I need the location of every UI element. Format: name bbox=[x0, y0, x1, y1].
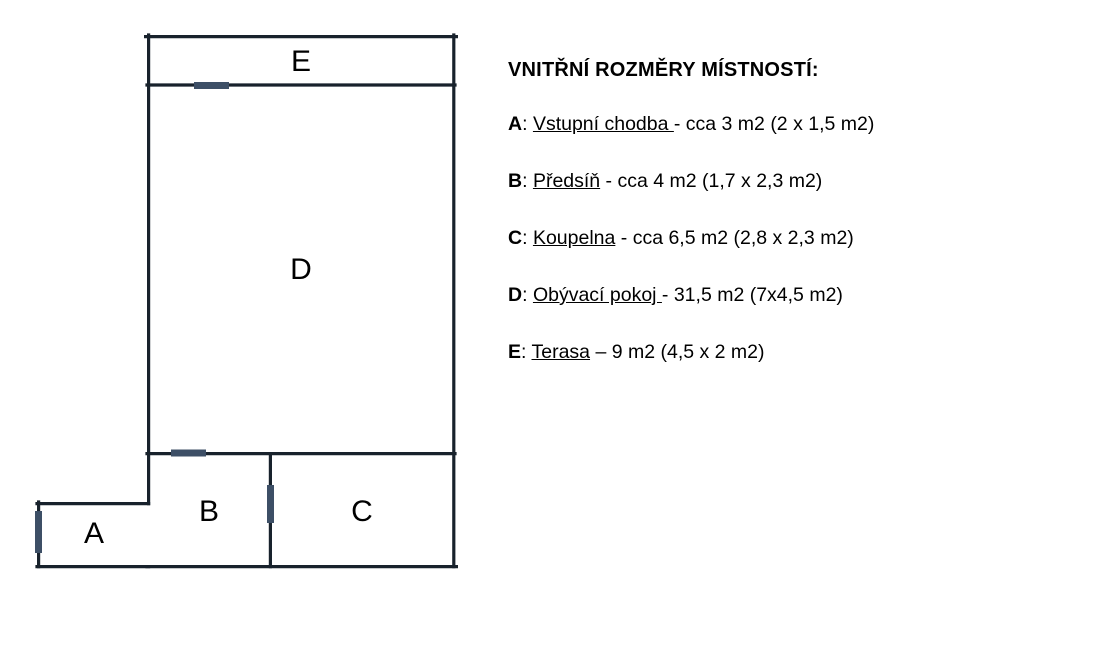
legend-sep-C: : bbox=[522, 227, 533, 249]
legend-key-D: D bbox=[508, 284, 523, 306]
room-A-fill bbox=[37, 502, 147, 565]
room-D-fill bbox=[147, 85, 455, 453]
legend-row-A: A: Vstupní chodba - cca 3 m2 (2 x 1,5 m2… bbox=[508, 112, 1068, 136]
room-E-fill bbox=[147, 35, 455, 85]
room-B-fill bbox=[147, 453, 270, 565]
legend-key-E: E bbox=[508, 341, 522, 363]
legend-name-D: Obývací pokoj bbox=[532, 284, 662, 306]
legend-key-C: C bbox=[508, 227, 523, 249]
room-label-A: A bbox=[84, 517, 104, 550]
legend-rest-E: – 9 m2 (4,5 x 2 m2) bbox=[590, 341, 765, 363]
legend-rest-C: - cca 6,5 m2 (2,8 x 2,3 m2) bbox=[615, 227, 854, 249]
legend-name-E: Terasa bbox=[531, 341, 591, 363]
legend-rest-B: - cca 4 m2 (1,7 x 2,3 m2) bbox=[600, 170, 823, 192]
legend-rest-A: - cca 3 m2 (2 x 1,5 m2) bbox=[673, 113, 875, 135]
legend-row-C: C: Koupelna - cca 6,5 m2 (2,8 x 2,3 m2) bbox=[508, 226, 1068, 250]
legend-row-D: D: Obývací pokoj - 31,5 m2 (7x4,5 m2) bbox=[508, 283, 1068, 307]
legend-sep-A: : bbox=[522, 113, 533, 135]
room-labels: E D A B C bbox=[84, 45, 373, 550]
room-dimensions-legend: VNITŘNÍ ROZMĚRY MÍSTNOSTÍ: A: Vstupní ch… bbox=[508, 58, 1068, 364]
room-label-C: C bbox=[351, 495, 373, 528]
legend-name-A: Vstupní chodba bbox=[532, 113, 674, 135]
floor-plan-drawing: E D A B C bbox=[0, 0, 500, 649]
legend-rest-D: - 31,5 m2 (7x4,5 m2) bbox=[661, 284, 843, 306]
room-label-E: E bbox=[291, 45, 311, 78]
legend-key-A: A bbox=[508, 113, 523, 135]
legend-name-C: Koupelna bbox=[532, 227, 616, 249]
door-markers bbox=[35, 82, 274, 553]
room-label-D: D bbox=[290, 253, 312, 286]
legend-sep-E: : bbox=[521, 341, 532, 363]
room-fills bbox=[37, 35, 455, 565]
legend-sep-B: : bbox=[522, 170, 533, 192]
legend-row-E: E: Terasa – 9 m2 (4,5 x 2 m2) bbox=[508, 340, 1068, 364]
legend-row-B: B: Předsíň - cca 4 m2 (1,7 x 2,3 m2) bbox=[508, 169, 1068, 193]
room-C-fill bbox=[270, 453, 455, 565]
legend-key-B: B bbox=[508, 170, 523, 192]
legend-sep-D: : bbox=[522, 284, 533, 306]
legend-name-B: Předsíň bbox=[532, 170, 601, 192]
room-label-B: B bbox=[199, 495, 219, 528]
legend-title: VNITŘNÍ ROZMĚRY MÍSTNOSTÍ: bbox=[508, 59, 819, 81]
